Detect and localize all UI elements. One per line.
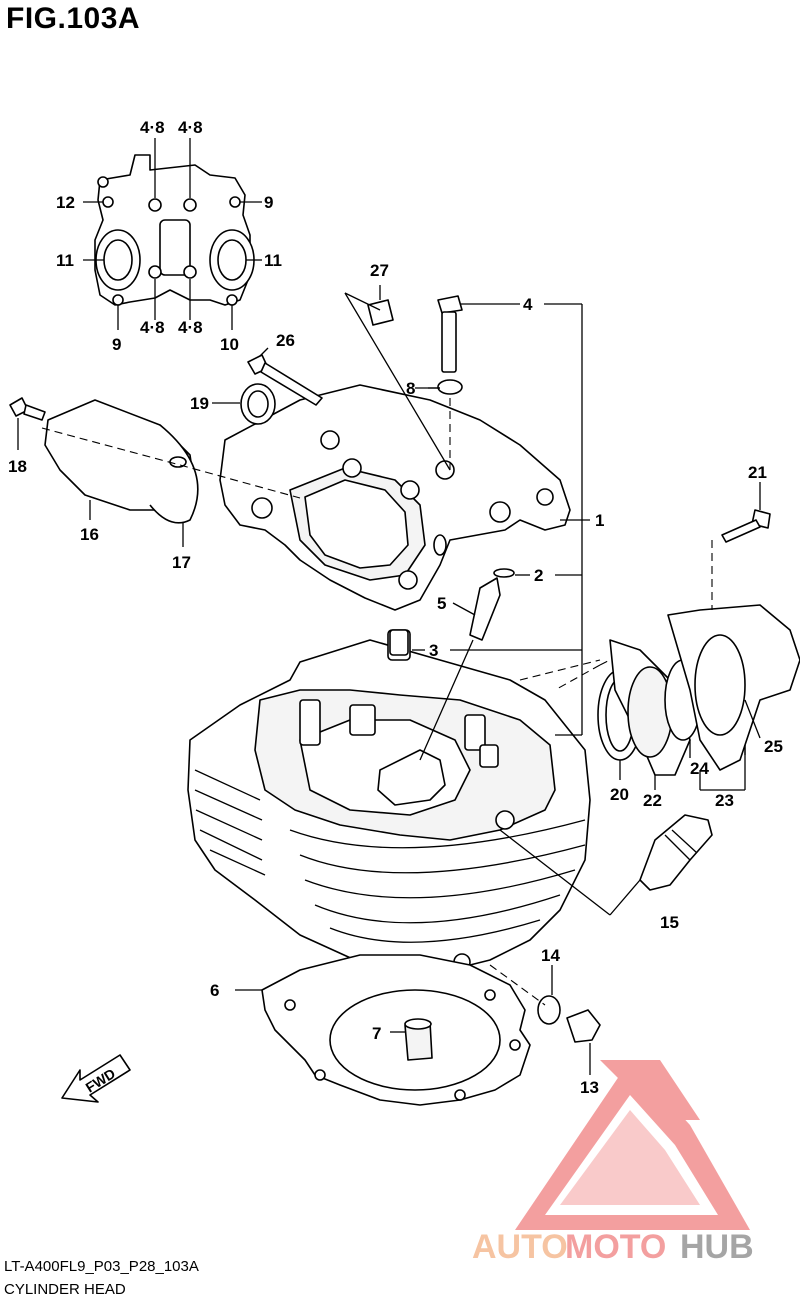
callout-1: 1 xyxy=(595,511,604,530)
callout-11-left: 11 xyxy=(56,251,74,270)
callout-5: 5 xyxy=(437,594,446,613)
callout-17: 17 xyxy=(172,553,191,572)
callout-16: 16 xyxy=(80,525,99,544)
callout-22: 22 xyxy=(643,791,662,810)
callout-9-left: 9 xyxy=(112,335,121,354)
callout-2: 2 xyxy=(534,566,543,585)
callout-25: 25 xyxy=(764,737,783,756)
watermark-text-hub: HUB xyxy=(680,1228,754,1266)
cylinder-head-body xyxy=(187,629,591,971)
callout-4-8-d: 4·8 xyxy=(178,318,203,337)
section-name: CYLINDER HEAD xyxy=(4,1281,126,1298)
callout-6: 6 xyxy=(210,981,219,1000)
watermark-logo: AUTO MOTO HUB xyxy=(472,1060,754,1266)
fwd-arrow: FWD xyxy=(61,1054,131,1103)
cylinder-head-cover xyxy=(219,384,571,611)
callout-19: 19 xyxy=(190,394,209,413)
figure-title: FIG.103A xyxy=(6,2,141,35)
leader-lines xyxy=(17,285,761,1075)
callout-12: 12 xyxy=(56,193,75,212)
cylinder-gasket xyxy=(261,954,531,1106)
callout-9-right: 9 xyxy=(264,193,273,212)
callout-labels: 4·8 4·8 4·8 4·8 12 9 11 11 9 10 27 26 4 … xyxy=(8,118,783,1097)
callout-11-right: 11 xyxy=(264,251,282,270)
callout-10: 10 xyxy=(220,335,239,354)
callout-4-8-b: 4·8 xyxy=(178,118,203,137)
callout-27: 27 xyxy=(370,261,389,280)
callout-24: 24 xyxy=(690,759,709,778)
callout-21: 21 xyxy=(748,463,767,482)
watermark-text-moto: MOTO xyxy=(565,1228,666,1266)
callout-23: 23 xyxy=(715,791,734,810)
callout-3: 3 xyxy=(429,641,438,660)
callout-8: 8 xyxy=(406,379,415,398)
callout-13: 13 xyxy=(580,1078,599,1097)
callout-4-8-c: 4·8 xyxy=(140,318,165,337)
callout-4-8-a: 4·8 xyxy=(140,118,165,137)
watermark-text-auto: AUTO xyxy=(472,1228,568,1266)
callout-20: 20 xyxy=(610,785,629,804)
diagram-code: LT-A400FL9_P03_P28_103A xyxy=(4,1258,199,1275)
callout-15: 15 xyxy=(660,913,679,932)
callout-7: 7 xyxy=(372,1024,381,1043)
small-parts xyxy=(9,295,800,1043)
callout-4: 4 xyxy=(523,295,533,314)
callout-18: 18 xyxy=(8,457,27,476)
callout-14: 14 xyxy=(541,946,560,965)
callout-26: 26 xyxy=(276,331,295,350)
head-cover-inset xyxy=(83,138,262,330)
